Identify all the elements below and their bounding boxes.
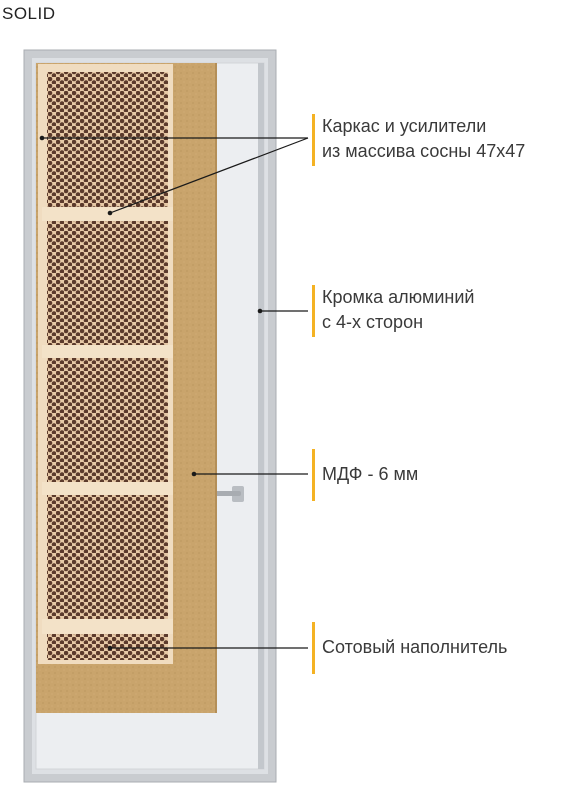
callout-accent-bar bbox=[312, 114, 315, 166]
leader-lines bbox=[42, 137, 309, 649]
leader-dots bbox=[39, 135, 263, 651]
callout-line-2: из массива сосны 47х47 bbox=[322, 141, 526, 161]
callout-text: Сотовый наполнитель bbox=[312, 622, 507, 660]
callout-line-1: Кромка алюминий bbox=[322, 287, 475, 307]
honeycomb-filler bbox=[47, 72, 168, 660]
callout-line-1: Каркас и усилители bbox=[322, 116, 487, 136]
callout-honeycomb-filler: Сотовый наполнитель bbox=[312, 622, 507, 674]
callout-accent-bar bbox=[312, 622, 315, 674]
callout-text: Каркас и усилители из массива сосны 47х4… bbox=[312, 114, 525, 164]
callout-frame-and-reinforcements: Каркас и усилители из массива сосны 47х4… bbox=[312, 114, 525, 166]
callout-line-2: с 4-х сторон bbox=[322, 312, 424, 332]
callout-text: Кромка алюминий с 4-х сторон bbox=[312, 285, 474, 335]
callout-line-1: Сотовый наполнитель bbox=[322, 637, 508, 657]
pine-rails bbox=[42, 207, 173, 634]
callout-mdf: МДФ - 6 мм bbox=[312, 449, 418, 501]
callout-line-1: МДФ - 6 мм bbox=[322, 464, 419, 484]
callout-accent-bar bbox=[312, 285, 315, 337]
diagram-title: SOLID bbox=[2, 4, 56, 23]
callout-text: МДФ - 6 мм bbox=[312, 449, 418, 487]
callout-aluminium-edge: Кромка алюминий с 4-х сторон bbox=[312, 285, 474, 337]
callout-accent-bar bbox=[312, 449, 315, 501]
